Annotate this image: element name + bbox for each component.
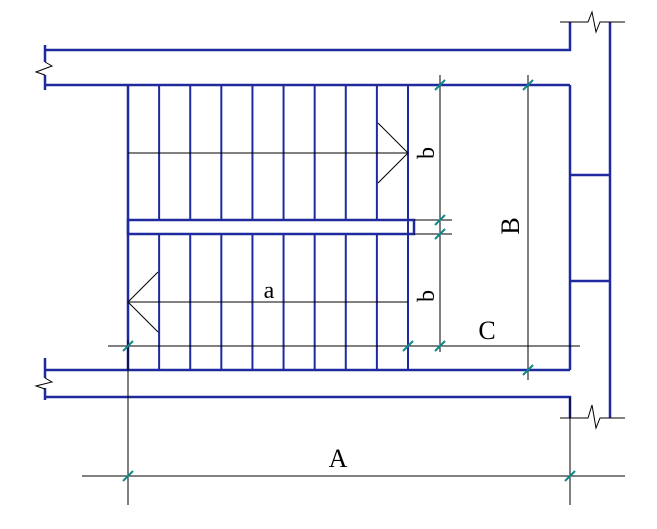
break-symbols <box>34 10 625 430</box>
tick-C-left <box>122 340 134 352</box>
direction-arrows <box>127 122 409 333</box>
tick-b-mid-1 <box>434 214 446 226</box>
label-a: a <box>264 278 275 304</box>
upper-flight-arrowhead <box>377 122 409 184</box>
tick-B-bottom <box>522 364 534 376</box>
label-B: B <box>496 217 525 234</box>
dimension-ticks <box>122 79 576 482</box>
walls <box>43 22 612 418</box>
center-railing <box>126 218 416 236</box>
label-b-lower: b <box>414 290 440 302</box>
tick-b-mid-2 <box>434 228 446 240</box>
break-symbol-bottom-right <box>560 404 625 430</box>
bottom-wall-outer <box>45 395 572 418</box>
break-symbol-bottom-left <box>34 377 54 390</box>
break-symbol-top-left <box>34 61 54 76</box>
tick-B-top <box>522 79 534 91</box>
label-A: A <box>329 444 348 473</box>
tick-C-mid <box>402 340 414 352</box>
break-symbol-top-right <box>560 10 625 34</box>
tick-b-top <box>434 79 446 91</box>
tick-A-right <box>564 470 576 482</box>
lower-flight-arrowhead <box>127 271 159 333</box>
label-C: C <box>478 316 495 345</box>
tick-A-left <box>122 470 134 482</box>
stair-flights <box>126 85 416 370</box>
top-wall-outer <box>45 22 572 52</box>
tick-C-right <box>434 340 446 352</box>
dimension-lines <box>82 75 625 505</box>
label-b-upper: b <box>414 147 440 159</box>
dimension-labels: A B C a b b <box>264 147 525 473</box>
